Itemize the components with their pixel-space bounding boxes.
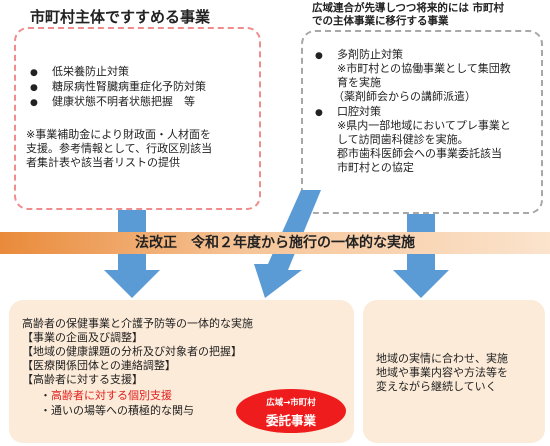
right-title-line-2: での主体事業に移行する事業 (312, 15, 449, 27)
community-involvement-item: ・通いの場等への積極的な関与 (40, 404, 194, 417)
right-item-1-line-1: ※市町村との協働事業として集団教 (337, 62, 511, 75)
right-section-title: 広域連合が先導しつつ将来的には 市町村 での主体事業に移行する事業 (312, 2, 504, 28)
integrated-heading: 高齢者の保健事業と介護予防等の一体的な実施 (22, 317, 253, 330)
left-note-line-3: 者集計表や該当者リストの提供 (26, 156, 180, 169)
right-title-line-1: 広域連合が先導しつつ将来的には 市町村 (312, 2, 505, 14)
down-arrow-right (393, 214, 449, 298)
left-item-2: 糖尿病性腎臓病重症化予防対策 (30, 80, 206, 96)
continuation-line-2: 地域や事業内容や方法等を (376, 366, 508, 379)
right-item-2-label: 口腔対策 (315, 105, 381, 121)
continuation-line-1: 地域の実情に合わせ、実施 (376, 352, 508, 365)
integrated-line-1: 【事業の企画及び調整】 (22, 331, 143, 344)
left-note-line-1: ※事業補助金により財政面・人材面を (26, 128, 211, 141)
right-item-2-line-4: 市町村との協定 (337, 161, 414, 174)
continuation-panel (363, 300, 545, 443)
outsourcing-badge-top: 広域→市町村 (266, 398, 316, 408)
right-item-1-line-2: 育を実施 (337, 76, 381, 89)
outsourcing-badge-main: 委託事業 (265, 413, 316, 428)
right-item-2-line-1: ※県内一部地域においてプレ事業と (337, 119, 511, 132)
integrated-line-4: 【高齢者に対する支援】 (22, 373, 143, 386)
law-revision-banner (0, 232, 550, 254)
down-arrow-left (104, 210, 160, 298)
right-item-2-line-3: 郡市歯科医師会への事業委託該当 (337, 147, 502, 160)
individual-support-text: 高齢者に対する個別支援 (51, 389, 172, 402)
right-item-1-line-3: （薬剤師会からの講師派遣） (333, 90, 476, 103)
right-item-1-label: 多剤防止対策 (315, 48, 403, 64)
outsourcing-badge: 広域→市町村 委託事業 (236, 389, 346, 433)
left-item-1: 低栄養防止対策 (30, 65, 129, 81)
individual-support-item: ・高齢者に対する個別支援 (40, 389, 172, 402)
left-section-title: 市町村主体ですすめる事業 (30, 8, 211, 26)
left-note-line-2: 支援。参考情報として、行政区別該当 (26, 142, 213, 155)
law-revision-banner-text: 法改正 令和２年度から施行の一体的な実施 (135, 235, 415, 251)
integrated-line-2: 【地域の健康課題の分析及び対象者の把握】 (22, 345, 242, 358)
continuation-line-3: 変えながら継続していく (376, 380, 497, 393)
municipal-projects-box (14, 27, 261, 210)
right-item-2-line-2: して訪問歯科健診を実施。 (337, 133, 469, 146)
left-item-3: 健康状態不明者状態把握 等 (30, 95, 195, 111)
integrated-line-3: 【医療関係団体との連絡調整】 (22, 359, 176, 372)
